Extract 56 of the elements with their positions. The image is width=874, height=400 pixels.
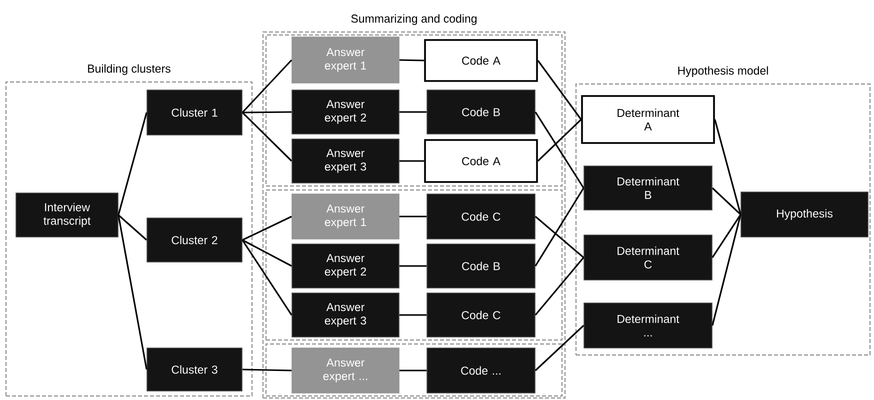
connector-line — [534, 112, 584, 188]
group-box — [265, 343, 563, 397]
process-box: Determinant ... — [584, 302, 712, 348]
connector-line — [242, 111, 292, 114]
process-box: Cluster 1 — [146, 90, 242, 136]
connector-line — [118, 112, 148, 216]
process-box: Answer expert 1 — [292, 194, 400, 240]
connector-line — [399, 160, 424, 162]
connector-line — [399, 370, 427, 372]
connector-line — [242, 216, 292, 241]
connector-line — [534, 188, 584, 266]
connector-line — [242, 112, 292, 162]
connector-line — [534, 257, 584, 316]
connector-line — [714, 119, 742, 215]
group-heading: Summarizing and coding — [351, 14, 476, 25]
connector-line — [399, 314, 427, 316]
connector-line — [242, 239, 292, 267]
process-box: Code C — [426, 194, 536, 240]
process-box: Code B — [426, 244, 536, 288]
process-box: Code A — [424, 139, 538, 183]
process-box: Determinant B — [584, 166, 712, 210]
process-box: Interview transcript — [16, 192, 118, 238]
connector-line — [242, 59, 292, 114]
connector-line — [399, 111, 427, 113]
connector-line — [534, 216, 584, 258]
process-box: Code ... — [426, 348, 536, 394]
process-box: Answer expert 2 — [292, 244, 400, 288]
process-box: Cluster 2 — [146, 218, 242, 262]
connector-line — [537, 118, 582, 162]
process-box: Code B — [426, 90, 536, 134]
connector-line — [242, 368, 292, 372]
process-box: Cluster 3 — [146, 348, 242, 392]
connector-line — [118, 214, 148, 370]
process-box: Code A — [424, 39, 538, 82]
process-box: Answer expert 1 — [292, 36, 400, 84]
connector-line — [537, 60, 582, 120]
group-box — [265, 34, 563, 187]
process-box: Answer expert 3 — [292, 138, 400, 184]
process-box: Determinant A — [581, 95, 715, 144]
connector-line — [399, 216, 427, 218]
process-box: Code C — [426, 292, 536, 338]
connector-line — [712, 187, 742, 216]
connector-line — [712, 214, 742, 258]
process-box: Answer expert 2 — [292, 90, 400, 134]
connector-line — [242, 240, 292, 316]
process-box: Hypothesis — [740, 192, 868, 238]
connector-line — [399, 59, 424, 62]
process-box: Answer expert 3 — [292, 292, 400, 338]
connector-line — [712, 214, 742, 326]
connector-line — [118, 214, 148, 241]
group-heading: Hypothesis model — [678, 66, 768, 77]
group-box — [265, 189, 563, 341]
process-box: Answer expert ... — [292, 348, 400, 394]
connector-line — [399, 265, 427, 267]
process-box: Determinant C — [584, 234, 712, 280]
group-heading: Building clusters — [88, 64, 170, 75]
